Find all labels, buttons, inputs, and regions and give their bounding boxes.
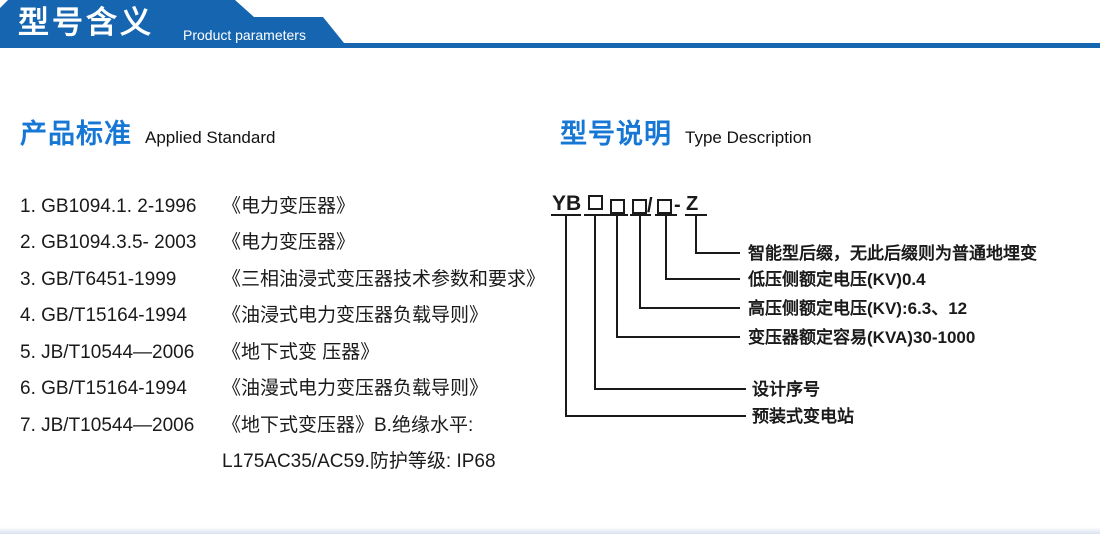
model-box-lv xyxy=(657,199,672,214)
applied-standard-heading-zh: 产品标准 xyxy=(20,119,132,149)
diagram-label-hv: 高压侧额定电压(KV):6.3、12 xyxy=(748,299,968,318)
model-box-hv xyxy=(632,199,647,214)
connector-vline-suffix xyxy=(695,214,697,254)
connector-hline-capacity xyxy=(616,336,740,338)
connector-hline-prefix xyxy=(565,415,746,417)
diagram-label-suffix: 智能型后缀，无此后缀则为普通地埋变 xyxy=(748,244,1037,263)
header-banner-shape xyxy=(0,0,1100,48)
applied-standard-heading: 产品标准 Applied Standard xyxy=(20,112,275,151)
model-box-capacity xyxy=(610,199,625,214)
connector-vline-prefix xyxy=(565,214,567,417)
standard-item: 4. GB/T15164-1994 《油浸式电力变压器负载导则》 xyxy=(20,305,560,329)
standard-item-continuation: L175AC35/AC59.防护等级: IP68 xyxy=(20,451,560,475)
standard-item: 7. JB/T10544—2006 《地下式变压器》B.绝缘水平: xyxy=(20,415,560,439)
diagram-label-design-series: 设计序号 xyxy=(752,380,820,399)
standard-item: 5. JB/T10544—2006 《地下式变 压器》 xyxy=(20,342,560,366)
type-description-heading: 型号说明 Type Description xyxy=(560,112,812,151)
connector-hline-lv xyxy=(665,278,740,280)
standard-title: 《油浸式电力变压器负载导则》 xyxy=(222,305,489,326)
standard-code: 1. GB1094.1. 2-1996 xyxy=(20,196,197,217)
page-title: 型号含义 xyxy=(18,5,154,40)
model-box-design-series xyxy=(588,195,603,210)
standard-title: 《地下式变 压器》 xyxy=(222,342,380,363)
standard-item: 6. GB/T15164-1994 《油漫式电力变压器负载导则》 xyxy=(20,378,560,402)
standard-code: 2. GB1094.3.5- 2003 xyxy=(20,232,197,253)
standard-title: 《电力变压器》 xyxy=(222,196,356,217)
connector-hline-hv xyxy=(639,307,740,309)
diagram-label-prefix: 预装式变电站 xyxy=(752,407,854,426)
standard-code: 5. JB/T10544—2006 xyxy=(20,342,195,363)
connector-vline-lv xyxy=(665,214,667,280)
connector-vline-hv xyxy=(639,214,641,309)
connector-hline-suffix xyxy=(695,252,740,254)
standard-title: 《电力变压器》 xyxy=(222,232,356,253)
applied-standard-heading-en: Applied Standard xyxy=(145,128,276,147)
bottom-gradient-bar xyxy=(0,527,1100,534)
standard-title: 《地下式变压器》B.绝缘水平: xyxy=(222,415,474,436)
type-description-heading-en: Type Description xyxy=(685,128,812,147)
connector-vline-capacity xyxy=(616,214,618,338)
standard-code: 6. GB/T15164-1994 xyxy=(20,378,187,399)
type-description-heading-zh: 型号说明 xyxy=(560,119,672,149)
standard-item: 3. GB/T6451-1999 《三相油浸式变压器技术参数和要求》 xyxy=(20,269,560,293)
standard-title: 《油漫式电力变压器负载导则》 xyxy=(222,378,489,399)
standard-title: L175AC35/AC59.防护等级: IP68 xyxy=(222,451,496,472)
standard-code: 7. JB/T10544—2006 xyxy=(20,415,195,436)
standard-item: 2. GB1094.3.5- 2003 《电力变压器》 xyxy=(20,232,560,256)
model-suffix: Z xyxy=(686,193,699,215)
diagram-label-lv: 低压侧额定电压(KV)0.4 xyxy=(748,270,926,289)
connector-vline-design-series xyxy=(594,214,596,390)
model-dash: - xyxy=(674,194,681,216)
diagram-label-capacity: 变压器额定容易(KVA)30-1000 xyxy=(748,328,976,347)
model-prefix: YB xyxy=(552,192,582,215)
standard-code: 3. GB/T6451-1999 xyxy=(20,269,177,290)
standard-code: 4. GB/T15164-1994 xyxy=(20,305,187,326)
page-subtitle: Product parameters xyxy=(183,27,306,43)
connector-hline-design-series xyxy=(594,388,746,390)
model-slash: / xyxy=(647,195,653,217)
standard-title: 《三相油浸式变压器技术参数和要求》 xyxy=(222,269,546,290)
standard-item: 1. GB1094.1. 2-1996 《电力变压器》 xyxy=(20,196,560,220)
